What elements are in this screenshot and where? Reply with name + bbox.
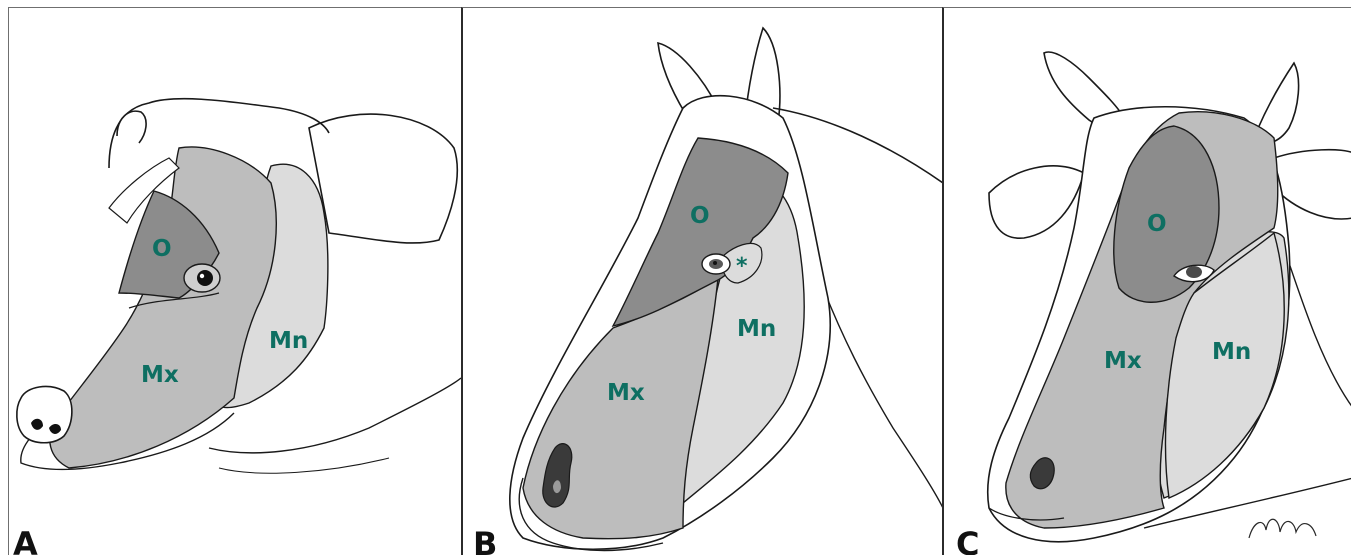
dog-label-mandibular: Mn: [269, 330, 308, 353]
dog-label-maxillary: Mx: [141, 364, 179, 387]
cow-label-maxillary: Mx: [1104, 350, 1142, 373]
dog-far-ear: [117, 111, 146, 143]
dog-pupil: [197, 270, 213, 286]
panel-c-cow: O Mx Mn C: [942, 7, 1351, 555]
dog-nose: [17, 387, 72, 443]
cow-head-illustration: [944, 8, 1351, 555]
dog-throat-line: [219, 458, 389, 473]
panel-letter-a: A: [13, 528, 38, 555]
panel-letter-c: C: [956, 528, 979, 555]
horse-label-maxillary: Mx: [607, 382, 645, 405]
cow-neck-line: [1284, 248, 1351, 408]
cow-right-ear: [1274, 150, 1351, 219]
horse-label-ophthalmic: O: [690, 205, 710, 228]
cow-left-ear: [989, 166, 1084, 238]
panel-b-horse: O * Mn Mx B: [461, 7, 943, 555]
panel-letter-b: B: [473, 528, 497, 555]
dog-head-illustration: [9, 8, 461, 555]
horse-asterisk: *: [736, 256, 748, 278]
cow-pupil: [1186, 266, 1202, 278]
horse-label-mandibular: Mn: [737, 318, 776, 341]
panel-a-dog: O Mx Mn A: [8, 7, 461, 555]
cow-label-ophthalmic: O: [1147, 213, 1167, 236]
cow-label-mandibular: Mn: [1212, 341, 1251, 364]
dog-label-ophthalmic: O: [152, 238, 172, 261]
horse-eye-center: [713, 261, 717, 265]
dog-ear: [309, 114, 457, 243]
dog-eye-highlight: [200, 274, 204, 278]
horse-neck-line: [823, 288, 943, 508]
horse-head-illustration: [463, 8, 943, 555]
artist-signature: [1249, 519, 1316, 538]
